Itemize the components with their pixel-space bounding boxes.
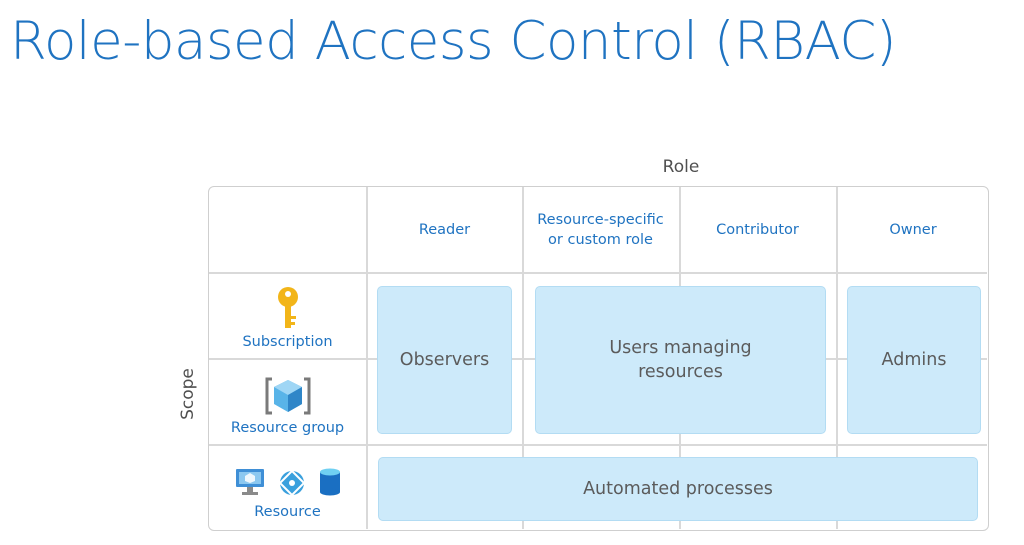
group-admins: Admins	[847, 286, 981, 434]
resource-icons	[235, 468, 341, 496]
group-observers: Observers	[377, 286, 512, 434]
rbac-matrix: Reader Resource-specific or custom role …	[208, 186, 989, 531]
role-header-reader: Reader	[418, 221, 471, 238]
page-title: Role-based Access Control (RBAC)	[10, 11, 897, 72]
database-icon	[319, 468, 340, 496]
scope-subscription: Subscription	[209, 272, 366, 350]
grid-divider	[209, 272, 987, 274]
scope-label-resource-group: Resource group	[230, 420, 345, 436]
grid-divider	[209, 444, 987, 446]
scope-label-resource: Resource	[254, 504, 321, 520]
scope-label-subscription: Subscription	[242, 334, 333, 350]
role-axis-label: Role	[662, 157, 700, 177]
network-icon	[278, 470, 305, 496]
key-icon	[277, 287, 298, 328]
scope-axis-label: Scope	[178, 368, 198, 420]
role-header-owner: Owner	[889, 221, 937, 238]
scope-resource-group: Resource group	[209, 358, 366, 436]
role-header-custom: Resource-specific or custom role	[537, 211, 664, 248]
scope-resource: Resource	[209, 444, 366, 520]
virtual-machine-icon	[235, 469, 264, 495]
group-users-managing-resources: Users managing resources	[535, 286, 826, 434]
role-header-contributor: Contributor	[716, 221, 799, 238]
resource-group-icon	[265, 377, 310, 415]
group-automated-processes: Automated processes	[378, 457, 978, 521]
